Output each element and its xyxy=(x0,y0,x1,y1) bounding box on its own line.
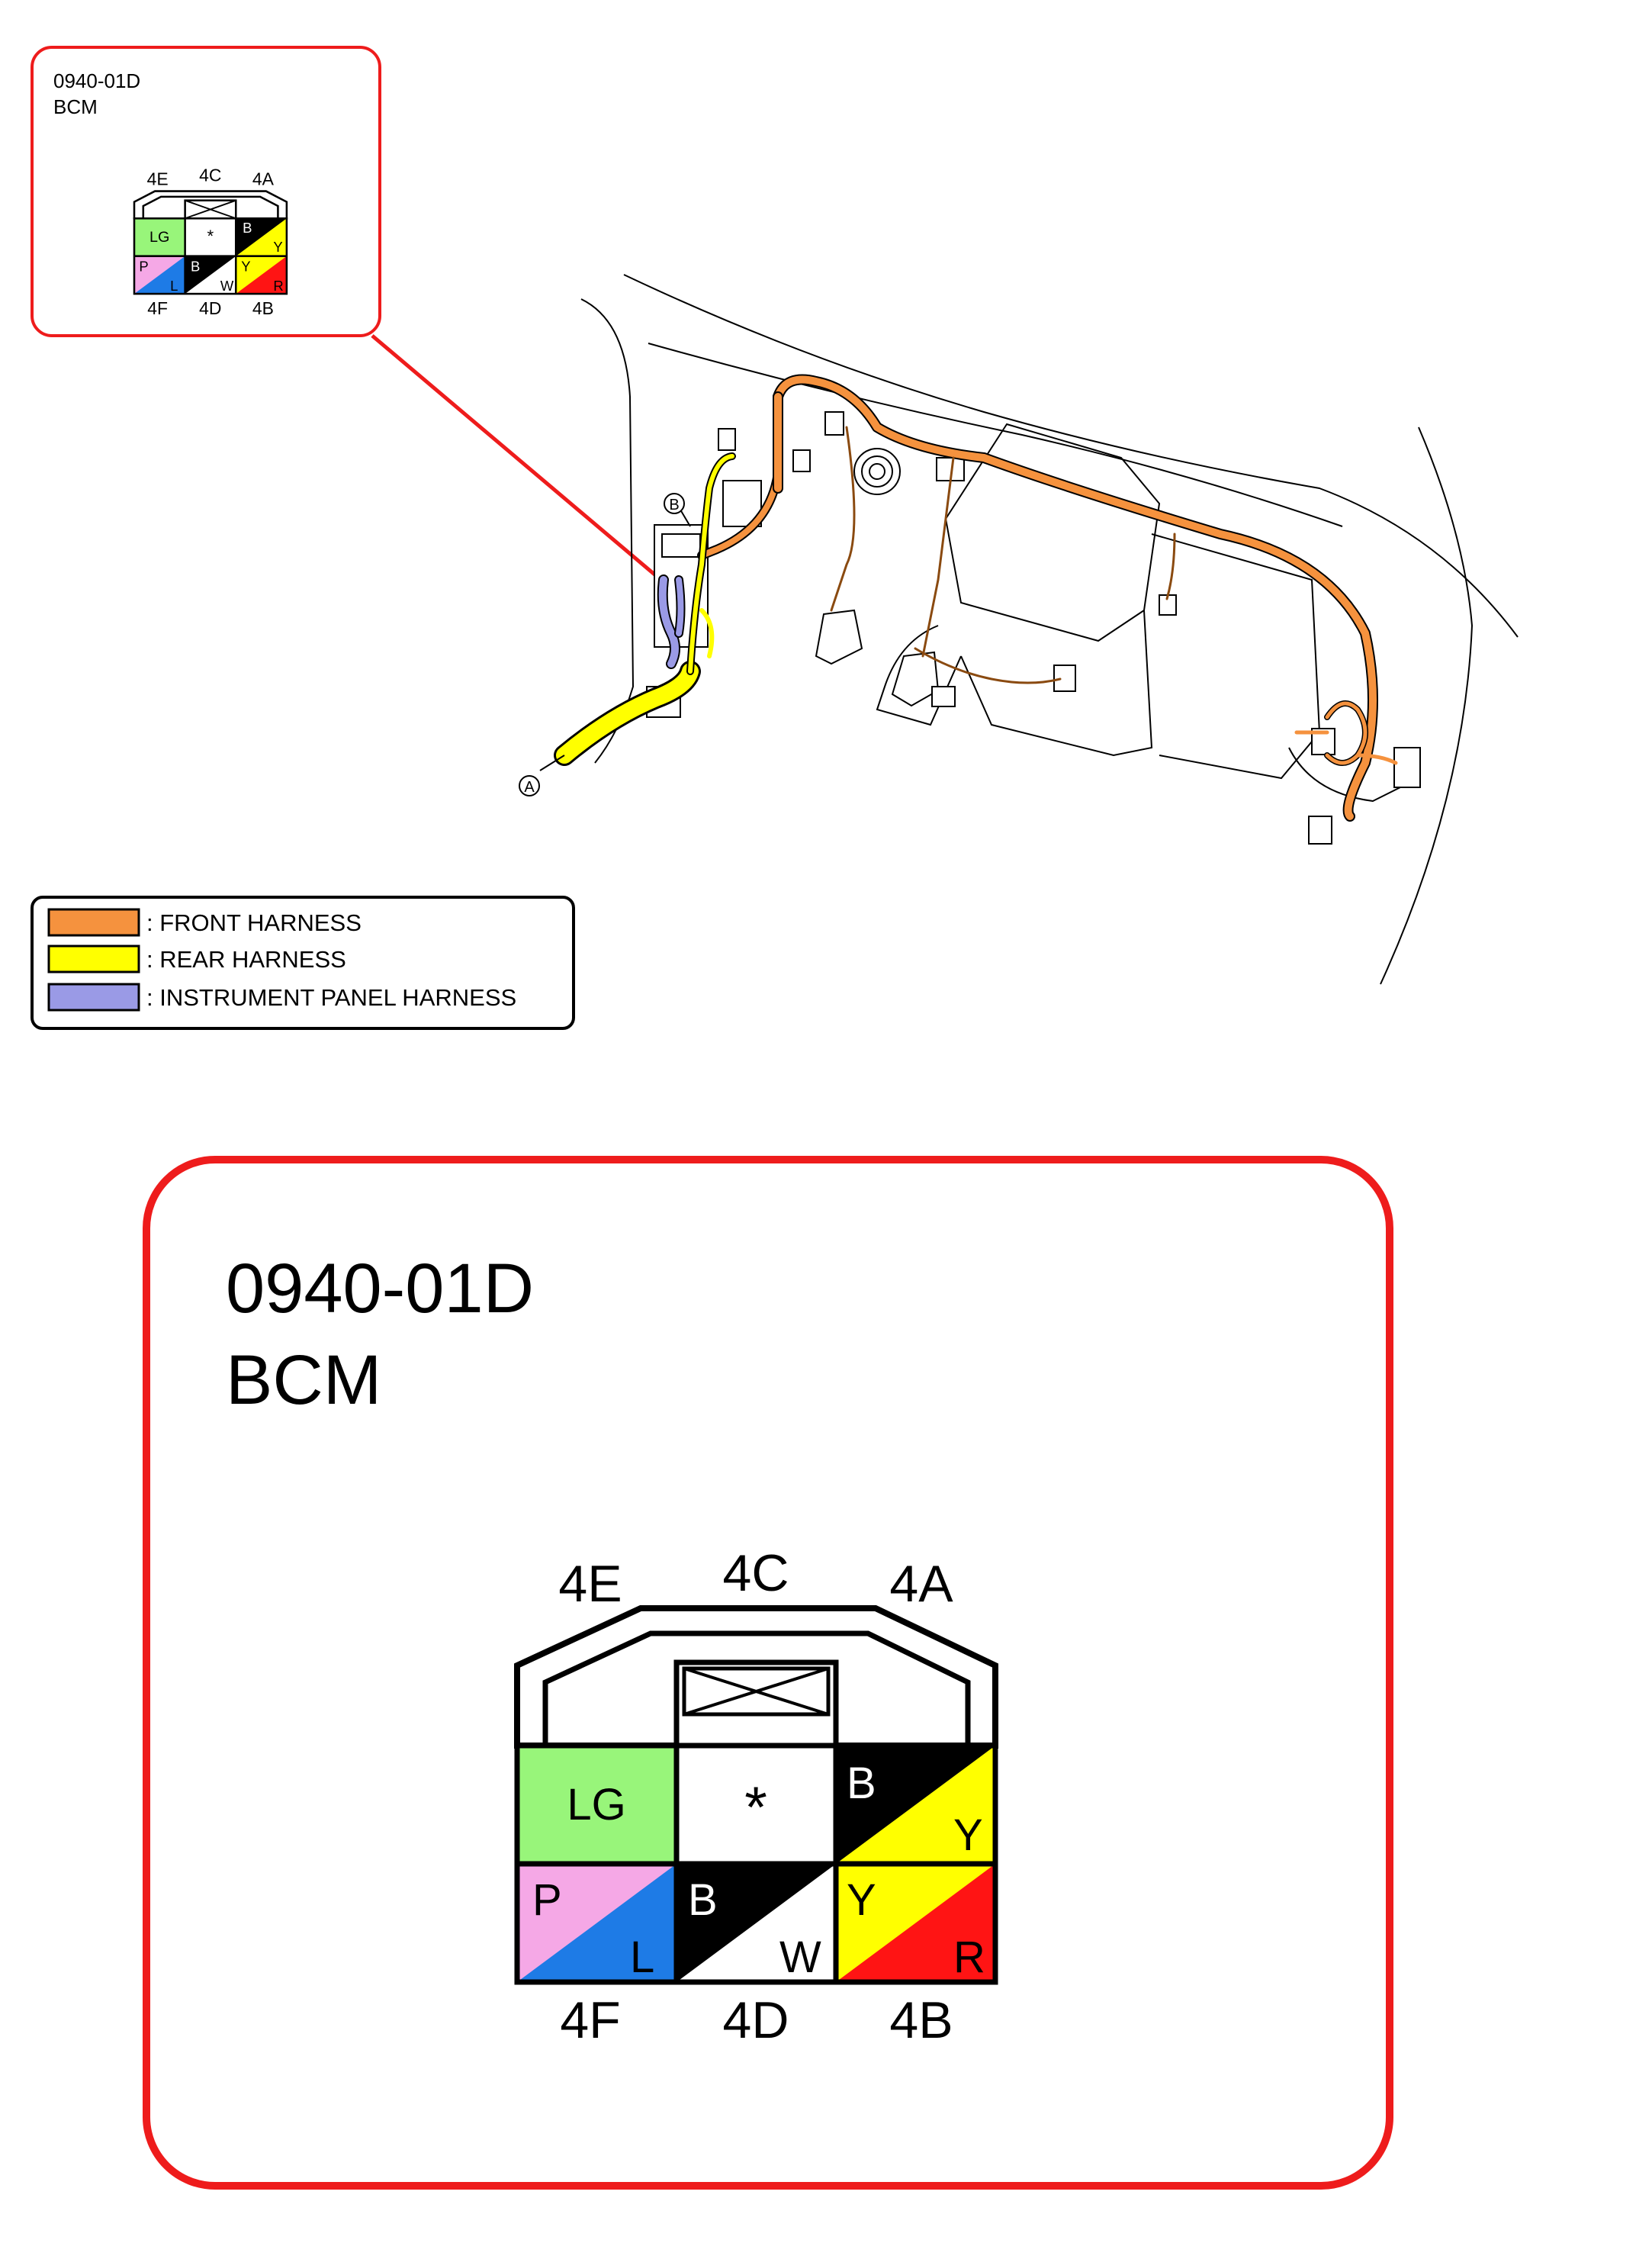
legend-label-rear: : REAR HARNESS xyxy=(146,946,346,973)
thumb-label-b-4a: B xyxy=(243,220,252,236)
pedal-1 xyxy=(815,609,863,665)
legend-swatch-rear xyxy=(47,945,140,973)
detail-label-w: W xyxy=(779,1932,821,1982)
detail-lock-box xyxy=(673,1659,839,1749)
thumb-label-r: R xyxy=(273,278,283,294)
legend-frame xyxy=(31,896,575,1030)
thumb-pin-4a: 4A xyxy=(252,169,275,189)
dash-top-line xyxy=(623,274,1519,638)
thumb-label-l: L xyxy=(170,278,178,294)
thumbnail-callout: 0940-01D BCM LG * xyxy=(31,46,670,587)
legend-label-instrument-panel: : INSTRUMENT PANEL HARNESS xyxy=(146,984,516,1011)
thumb-pin-4e: 4E xyxy=(147,169,169,189)
thumb-label-y-4b: Y xyxy=(241,258,250,274)
connector-9 xyxy=(1393,747,1421,788)
detail-cell-4e xyxy=(517,1746,677,1864)
callout-b: B xyxy=(664,493,691,527)
callout-a-label: A xyxy=(524,779,535,796)
rear-harness-route xyxy=(554,452,736,766)
detail-label-r: R xyxy=(953,1932,985,1982)
detail-label-lg: LG xyxy=(567,1780,625,1829)
detail-pin-4a: 4A xyxy=(889,1555,953,1613)
steering-boot-inner xyxy=(861,455,893,488)
detail-connector: LG * B Y P L B W Y R 4E 4C 4A 4F 4D 4B xyxy=(514,1544,998,2049)
callout-a-circle xyxy=(519,775,540,796)
steering-boot-core xyxy=(869,463,885,480)
detail-pin-4e: 4E xyxy=(558,1555,622,1613)
thumb-label-lg: LG xyxy=(149,229,169,246)
detail-cell-4c xyxy=(677,1746,836,1864)
right-pillar-line xyxy=(1380,426,1474,985)
thumbnail-code: 0940-01D xyxy=(53,69,140,92)
dash-inner-line xyxy=(648,343,1343,527)
detail-pin-4b: 4B xyxy=(889,1991,953,2049)
callout-leader-line xyxy=(371,334,670,587)
callout-b-label: B xyxy=(669,497,679,513)
connector-2 xyxy=(792,449,811,472)
legend-label-front: : FRONT HARNESS xyxy=(146,909,362,936)
front-harness-route xyxy=(697,374,1398,822)
connector-10 xyxy=(1308,816,1332,845)
detail-label-b-4a: B xyxy=(847,1759,876,1808)
thumb-pin-4f: 4F xyxy=(147,298,168,318)
detail-label-y-4a: Y xyxy=(953,1810,983,1860)
detail-pin-4c: 4C xyxy=(723,1544,789,1602)
thumb-cell-4e xyxy=(134,218,185,256)
callout-a: A xyxy=(519,755,565,796)
pedal-2 xyxy=(891,651,940,707)
thumb-pin-4d: 4D xyxy=(199,298,221,318)
thumb-label-y-4a: Y xyxy=(273,239,282,255)
thumb-pin-4c: 4C xyxy=(199,166,221,185)
detail-callout: 0940-01D BCM xyxy=(143,1156,1393,2190)
callout-b-circle xyxy=(664,493,685,514)
harness-legend: : FRONT HARNESS : REAR HARNESS : INSTRUM… xyxy=(31,896,575,1030)
glove-box xyxy=(1151,533,1321,780)
detail-label-l: L xyxy=(630,1932,654,1982)
steering-boot xyxy=(853,448,901,495)
detail-label-p: P xyxy=(532,1875,562,1925)
thumbnail-connector: LG * B Y P L B W Y R 4E 4C 4A 4F 4D 4B xyxy=(133,166,288,318)
vehicle-harness-illustration xyxy=(580,274,1519,985)
center-panel xyxy=(944,423,1161,642)
a-pillar-line xyxy=(580,298,635,764)
detail-pin-4f: 4F xyxy=(560,1991,620,2049)
thumb-pin-4b: 4B xyxy=(252,298,274,318)
center-stack xyxy=(960,610,1153,757)
thumb-label-w: W xyxy=(220,278,234,294)
legend-swatch-front xyxy=(47,908,140,937)
detail-pin-4d: 4D xyxy=(723,1991,789,2049)
thumb-label-b-4d: B xyxy=(191,258,200,274)
connector-1 xyxy=(718,428,736,451)
detail-label-y-4b: Y xyxy=(847,1875,876,1925)
detail-label-star: * xyxy=(744,1775,767,1840)
legend-swatch-instrument-panel xyxy=(47,983,140,1012)
detail-code: 0940-01D xyxy=(226,1250,534,1327)
thumb-cell-4c xyxy=(185,218,236,256)
detail-name: BCM xyxy=(226,1341,381,1419)
thumb-label-p: P xyxy=(139,258,148,274)
connector-6 xyxy=(1053,665,1076,692)
thumb-label-star: * xyxy=(207,227,214,246)
connector-7 xyxy=(931,686,956,707)
glove-box-lower xyxy=(1288,747,1404,803)
instrument-panel-harness-route xyxy=(657,574,686,669)
detail-label-b-4d: B xyxy=(688,1875,718,1925)
thumbnail-name: BCM xyxy=(53,95,98,118)
connector-3 xyxy=(824,411,844,436)
